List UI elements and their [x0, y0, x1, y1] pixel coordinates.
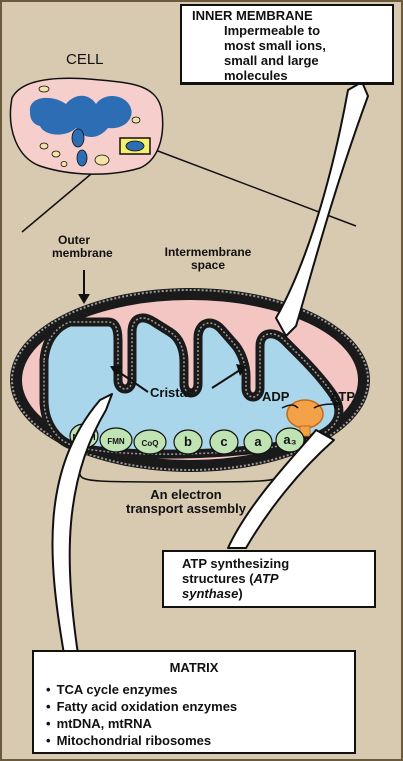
organelle [71, 128, 85, 148]
chain-carrier [133, 429, 167, 455]
vesicle [51, 150, 61, 158]
matrix-heading: MATRIX [169, 660, 219, 675]
outer-membrane-texture [11, 289, 369, 471]
electron-transport-label-line: An electron [150, 487, 222, 502]
cristae-arrow-left [115, 369, 149, 393]
atp-synthase-box-line: ATP synthesizing [182, 556, 290, 571]
matrix-item: TCA cycle enzymes [46, 681, 354, 698]
chain-carrier-label: CoQ [142, 439, 159, 448]
atp-label: ATP [330, 389, 356, 404]
matrix-item: mtDNA, mtRNA [46, 715, 354, 732]
atp-synthase-box-italic: ATP [253, 571, 279, 586]
inner-membrane-line: most small ions, [224, 38, 326, 53]
intermembrane-space-label: Intermembrane space [142, 246, 274, 271]
chain-carrier [209, 429, 239, 455]
chain-carrier [99, 427, 133, 453]
outer-membrane-arrowhead [78, 294, 90, 304]
chain-carrier-label: a [254, 434, 262, 449]
electron-assembly-bracket [79, 473, 281, 483]
atp-synthase-box: ATP synthesizing structures (ATP synthas… [162, 550, 376, 608]
inner-membrane-heading: INNER MEMBRANE [192, 8, 313, 23]
atp-synthase-box-line: synthase) [182, 586, 374, 601]
organelle [76, 149, 88, 167]
atp-synthase-box-italic: synthase [182, 586, 239, 601]
atp-synthase-callout [227, 429, 335, 549]
adp-arrow [281, 404, 299, 409]
atp-synthase-box-line: structures (ATP [182, 571, 374, 586]
atp-synthase-box-text: structures ( [182, 571, 254, 586]
matrix-callout [51, 393, 113, 655]
vesicle [60, 161, 68, 167]
cristae-arrowhead-right [236, 364, 246, 376]
intermembrane-space-label-line: space [190, 257, 226, 272]
atp-synthase-box-text: ) [238, 586, 243, 601]
cell-illustration [9, 77, 164, 175]
chain-carrier-label: b [184, 434, 192, 449]
outer-membrane-label-line: membrane [52, 245, 113, 260]
inner-membrane-box: INNER MEMBRANE Impermeable to most small… [180, 4, 394, 85]
cristae-arrowhead-left [110, 366, 122, 376]
adp-label: ADP [262, 389, 290, 404]
outer-membrane-label-line: Outer [58, 233, 91, 247]
cristae-label: Cristae [150, 385, 195, 400]
atp-arrowhead [334, 400, 342, 408]
electron-transport-label: An electron transport assembly [100, 488, 272, 515]
vesicle [38, 85, 50, 93]
chain-carrier [275, 427, 305, 453]
vesicle [39, 142, 49, 150]
intermembrane-space-label-line: Intermembrane [164, 245, 252, 259]
vesicle [131, 116, 141, 124]
cell-label: CELL [66, 51, 104, 68]
chain-carrier-label: c [220, 434, 227, 449]
matrix-box: MATRIX TCA cycle enzymes Fatty acid oxid… [32, 650, 356, 754]
matrix-item: Mitochondrial ribosomes [46, 732, 354, 749]
inner-membrane-line: Impermeable to [224, 23, 321, 38]
chain-carrier [243, 429, 273, 455]
outer-membrane-label: Outer membrane [52, 234, 113, 259]
inner-membrane-line: small and large [224, 53, 319, 68]
atp-synthase-head [286, 399, 324, 429]
inner-membrane-line: molecules [224, 68, 288, 83]
nucleus [29, 95, 132, 137]
inner-membrane-callout [275, 81, 369, 337]
chain-carrier-label: FMN [107, 437, 125, 446]
matrix-list: TCA cycle enzymes Fatty acid oxidation e… [34, 681, 354, 749]
cristae-arrow-right [211, 369, 241, 389]
vesicle [94, 154, 110, 166]
chain-carrier-label: a₃ [283, 432, 296, 447]
mitochondrion-small [125, 140, 145, 152]
electron-transport-label-line: transport assembly [126, 500, 246, 516]
matrix-item: Fatty acid oxidation enzymes [46, 698, 354, 715]
chain-carrier [173, 429, 203, 455]
